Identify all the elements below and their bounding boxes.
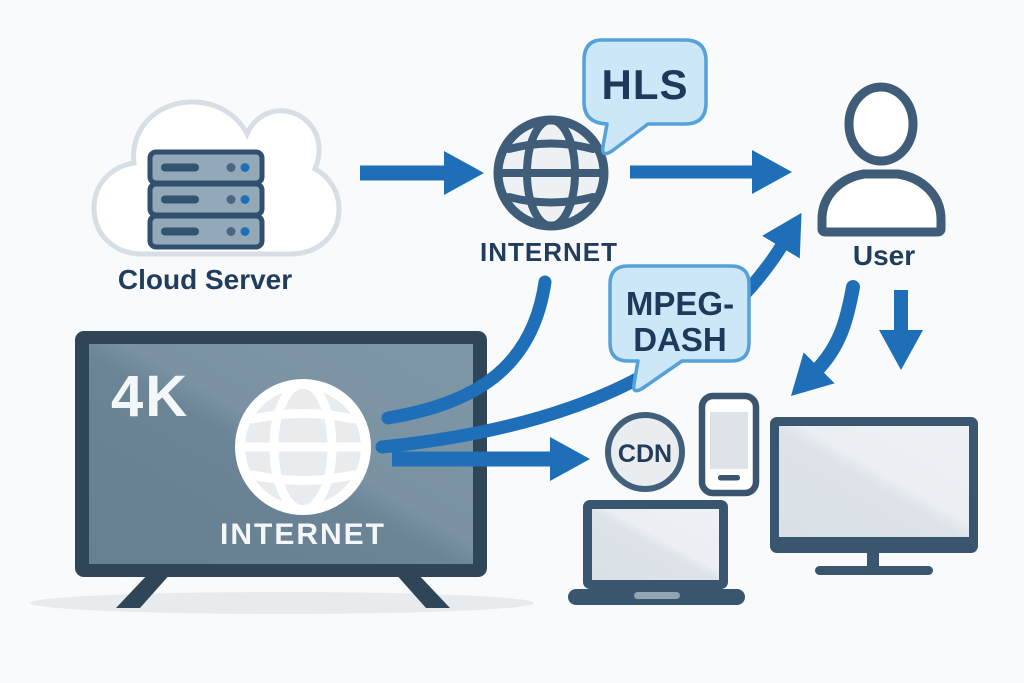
internet-node: INTERNET [480, 115, 618, 267]
smartphone-icon [698, 392, 760, 497]
tv-4k-badge: 4K [111, 364, 189, 429]
cdn-node: CDN [605, 412, 685, 492]
cloud-server-label: Cloud Server [118, 264, 292, 295]
globe-icon [493, 115, 609, 231]
speech-bubble-icon [608, 264, 751, 393]
edge-internet-to-tv-curve [381, 275, 552, 425]
cdn-label: CDN [618, 440, 672, 468]
tv-shadow [30, 592, 534, 614]
internet-label: INTERNET [480, 237, 618, 267]
hls-label: HLS [602, 61, 689, 108]
mpeg-dash-protocol-bubble: MPEG- DASH [608, 264, 751, 393]
edge-user-to-devices-curved-arrow [790, 280, 860, 397]
tv-internet-label: INTERNET [220, 518, 386, 551]
mpeg-dash-label-line1: MPEG- [626, 285, 734, 322]
cloud-server-node: Cloud Server [91, 99, 342, 295]
laptop-icon [568, 500, 745, 605]
mpeg-dash-label-line2: DASH [633, 321, 727, 358]
smart-tv: 4K INTERNET [30, 331, 534, 614]
desktop-monitor-icon [770, 417, 978, 575]
cdn-circle-icon [605, 412, 685, 492]
tv-left-leg [116, 572, 172, 608]
user-label: User [853, 240, 915, 271]
user-node: User [817, 82, 946, 271]
person-icon [817, 82, 946, 237]
speech-bubble-icon [582, 38, 708, 156]
tv-right-leg [394, 572, 450, 608]
hls-protocol-bubble: HLS [582, 38, 708, 156]
tv-globe-icon [235, 379, 371, 515]
server-rack-icon [147, 149, 265, 250]
